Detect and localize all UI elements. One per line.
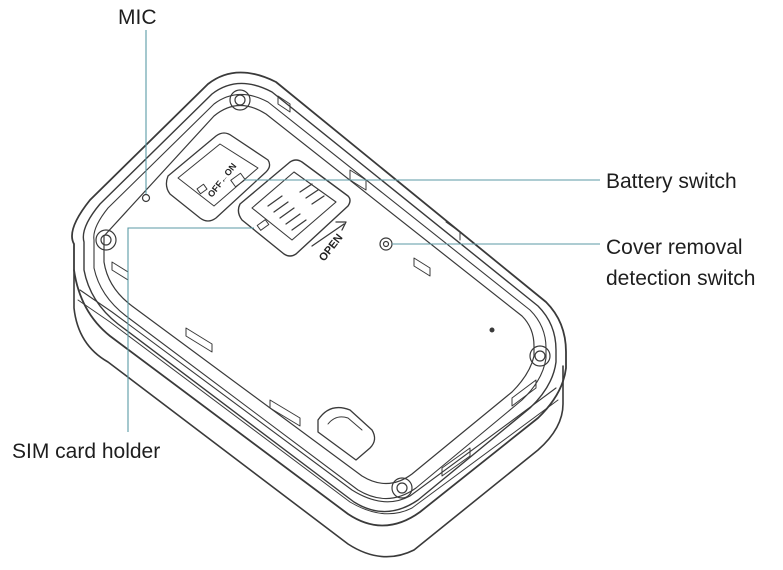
housing-seam-line-2 (77, 299, 559, 515)
cover-detection-label-line2: detection switch (606, 267, 756, 290)
battery-switch-knob (230, 172, 246, 188)
screw-corner-top (229, 89, 251, 111)
mic-label: MIC (118, 6, 157, 29)
cover-notch (317, 406, 376, 461)
clip-tab (185, 327, 213, 353)
open-arrow (311, 221, 347, 247)
screw-corner-right (529, 345, 551, 367)
screw-corner-left (95, 229, 117, 251)
sim-holder-leader-line (127, 227, 254, 432)
base-plate (103, 104, 535, 485)
device-shell-outer (71, 71, 567, 527)
clip-tab (441, 447, 471, 477)
mic-hole (141, 193, 151, 203)
clip-tab (511, 379, 537, 407)
clip-tab (277, 95, 291, 113)
screw-corner-bottom (391, 477, 413, 499)
cover-detection-switch (379, 237, 393, 251)
clip-tab (111, 261, 129, 281)
housing-bottom-edge (73, 269, 564, 558)
sim-holder-label: SIM card holder (12, 440, 161, 463)
battery-switch-label: Battery switch (606, 170, 737, 193)
open-marking: OPEN (317, 232, 346, 264)
clip-tab (413, 257, 431, 277)
indicator-dot (489, 327, 495, 333)
sim-card-holder (237, 159, 351, 257)
sim-contacts (267, 183, 325, 231)
cover-detection-label-line1: Cover removal (606, 236, 743, 259)
off-on-marking: OFF←ON (206, 161, 239, 199)
clip-tab (349, 169, 367, 191)
cover-detection-label: Cover removal detection switch (606, 232, 755, 294)
clip-tab (269, 399, 301, 427)
clip-tab (445, 221, 461, 241)
housing-seam-line-1 (79, 289, 557, 503)
device-shell-rim (82, 82, 557, 513)
device-shell-inner-rim (93, 93, 547, 500)
battery-switch-housing (165, 132, 271, 222)
